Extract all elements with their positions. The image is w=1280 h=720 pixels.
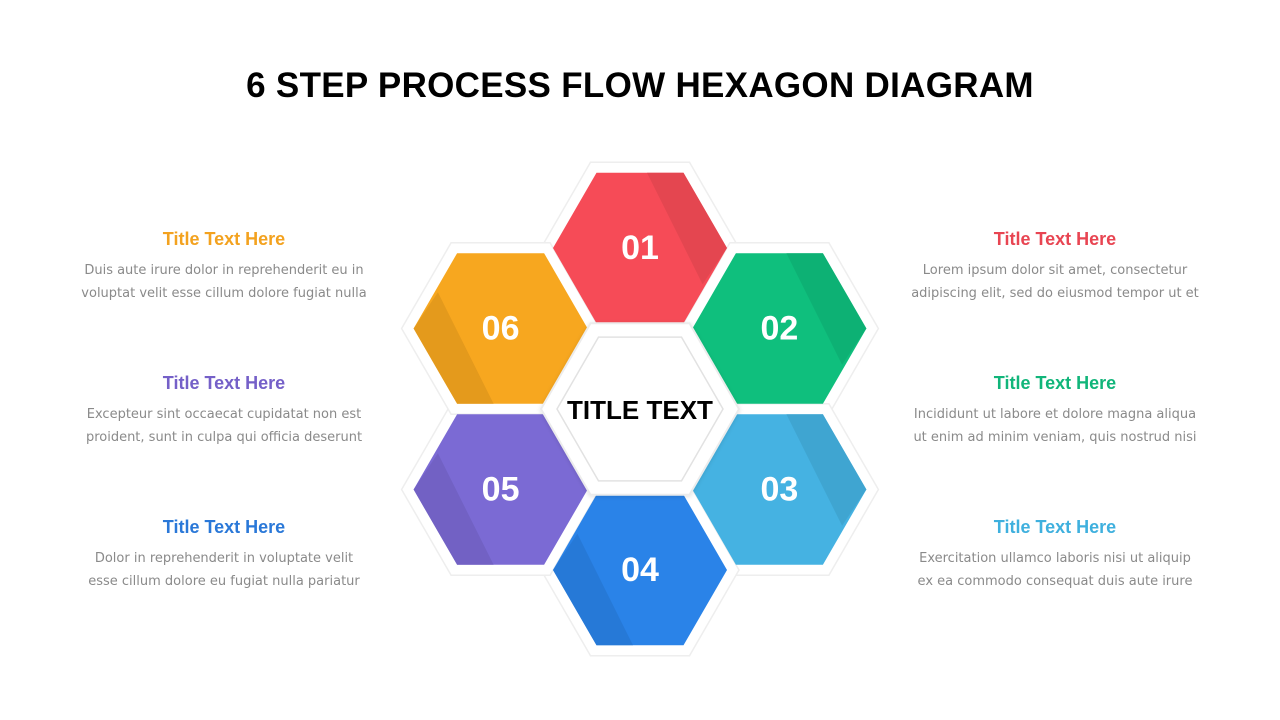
hexagon-04-facet xyxy=(553,533,633,646)
hexagon-cells: 01 02 03 04 05 06 xyxy=(413,172,867,646)
hexagon-05-facet xyxy=(413,453,494,565)
hexagon-04-number: 04 xyxy=(621,551,659,589)
step-05-body-line-2: proident, sunt in culpa qui officia dese… xyxy=(85,430,363,445)
hexagon-01-number: 01 xyxy=(621,229,659,267)
step-05-title: Title Text Here xyxy=(162,373,286,393)
hexagon-06-facet xyxy=(413,292,494,404)
step-04-text-block: Title Text Here Dolor in reprehenderit i… xyxy=(59,517,389,593)
step-04-body-line-1: Dolor in reprehenderit in voluptate veli… xyxy=(94,551,354,566)
step-04-title: Title Text Here xyxy=(162,517,286,537)
center-hexagon: TITLE TEXT xyxy=(539,322,741,496)
step-02-body-line-1: Incididunt ut labore et dolore magna ali… xyxy=(913,407,1197,422)
hexagon-step-02: 02 xyxy=(692,253,867,404)
step-06-body: Duis aute irure dolor in reprehenderit e… xyxy=(59,259,389,305)
hexagon-03-number: 03 xyxy=(760,471,798,509)
step-03-text-block: Title Text Here Exercitation ullamco lab… xyxy=(890,517,1220,593)
hexagon-01-facet xyxy=(647,172,727,285)
hexagon-05-number: 05 xyxy=(482,471,520,509)
hexagon-02-facet xyxy=(786,253,867,365)
hexagon-06-number: 06 xyxy=(482,310,520,348)
step-01-title: Title Text Here xyxy=(993,229,1117,249)
hexagon-step-05: 05 xyxy=(413,414,588,565)
step-05-body: Excepteur sint occaecat cupidatat non es… xyxy=(59,403,389,449)
step-04-body: Dolor in reprehenderit in voluptate veli… xyxy=(59,547,389,593)
step-01-body-line-2: adipiscing elit, sed do eiusmod tempor u… xyxy=(911,286,1199,301)
step-02-title: Title Text Here xyxy=(993,373,1117,393)
hexagon-step-01: 01 xyxy=(553,172,727,324)
step-06-body-line-1: Duis aute irure dolor in reprehenderit e… xyxy=(84,263,364,278)
step-02-body: Incididunt ut labore et dolore magna ali… xyxy=(890,403,1220,449)
center-title: TITLE TEXT xyxy=(567,395,713,425)
step-03-body-line-2: ex ea commodo consequat duis aute irure xyxy=(917,574,1193,589)
center-hexagon-inner xyxy=(556,336,724,482)
step-06-title: Title Text Here xyxy=(162,229,286,249)
step-01-body: Lorem ipsum dolor sit amet, consectetur … xyxy=(890,259,1220,305)
page-title: 6 STEP PROCESS FLOW HEXAGON DIAGRAM xyxy=(246,66,1034,105)
hexagon-step-03: 03 xyxy=(692,414,867,565)
step-06-body-line-2: voluptat velit esse cillum dolore fugiat… xyxy=(81,286,367,301)
step-01-body-line-1: Lorem ipsum dolor sit amet, consectetur xyxy=(922,263,1188,278)
step-03-body: Exercitation ullamco laboris nisi ut ali… xyxy=(890,547,1220,593)
hexagon-03-facet xyxy=(786,414,867,526)
step-05-text-block: Title Text Here Excepteur sint occaecat … xyxy=(59,373,389,449)
step-03-title: Title Text Here xyxy=(993,517,1117,537)
step-02-body-line-2: ut enim ad minim veniam, quis nostrud ni… xyxy=(913,430,1197,445)
hexagon-step-06: 06 xyxy=(413,253,588,404)
step-04-body-line-2: esse cillum dolore eu fugiat nulla paria… xyxy=(88,574,360,589)
step-03-body-line-1: Exercitation ullamco laboris nisi ut ali… xyxy=(919,551,1191,566)
step-01-text-block: Title Text Here Lorem ipsum dolor sit am… xyxy=(890,229,1220,305)
hexagon-step-04: 04 xyxy=(553,494,727,646)
hexagon-02-number: 02 xyxy=(760,310,798,348)
step-06-text-block: Title Text Here Duis aute irure dolor in… xyxy=(59,229,389,305)
step-02-text-block: Title Text Here Incididunt ut labore et … xyxy=(890,373,1220,449)
step-05-body-line-1: Excepteur sint occaecat cupidatat non es… xyxy=(86,407,362,422)
